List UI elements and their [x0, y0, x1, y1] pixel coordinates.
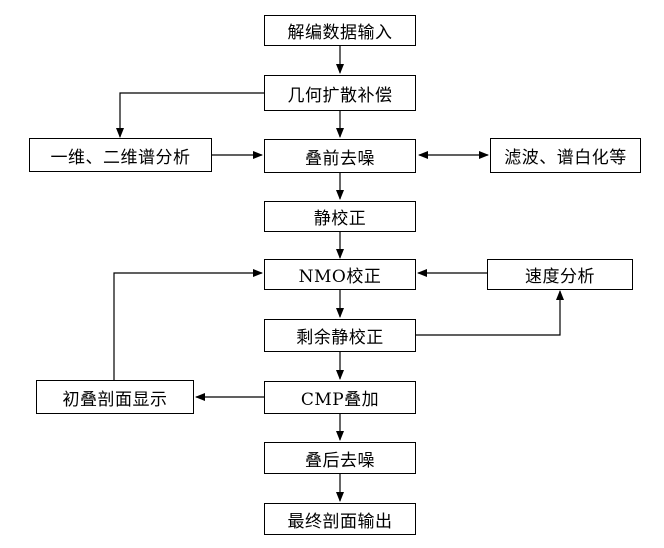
edge-geo-to-spectrum — [116, 92, 264, 138]
edge-residual-to-velocity — [416, 290, 564, 336]
node-initial-section-display: 初叠剖面显示 — [36, 380, 194, 414]
node-geometric-spreading: 几何扩散补偿 — [264, 75, 416, 111]
node-filter-whitening: 滤波、谱白化等 — [490, 138, 641, 173]
node-residual-static: 剩余静校正 — [264, 319, 416, 352]
node-cmp-stack: CMP叠加 — [264, 381, 416, 414]
node-final-output: 最终剖面输出 — [264, 503, 416, 535]
node-spectrum-analysis: 一维、二维谱分析 — [29, 138, 212, 172]
node-nmo-correction: NMO校正 — [264, 259, 416, 290]
node-poststack-denoise: 叠后去噪 — [264, 442, 416, 474]
node-decode-input: 解编数据输入 — [264, 15, 416, 46]
node-static-correction: 静校正 — [264, 201, 416, 232]
node-prestack-denoise: 叠前去噪 — [264, 139, 416, 173]
edge-initial-to-nmo — [113, 269, 263, 380]
node-velocity-analysis: 速度分析 — [487, 259, 633, 290]
